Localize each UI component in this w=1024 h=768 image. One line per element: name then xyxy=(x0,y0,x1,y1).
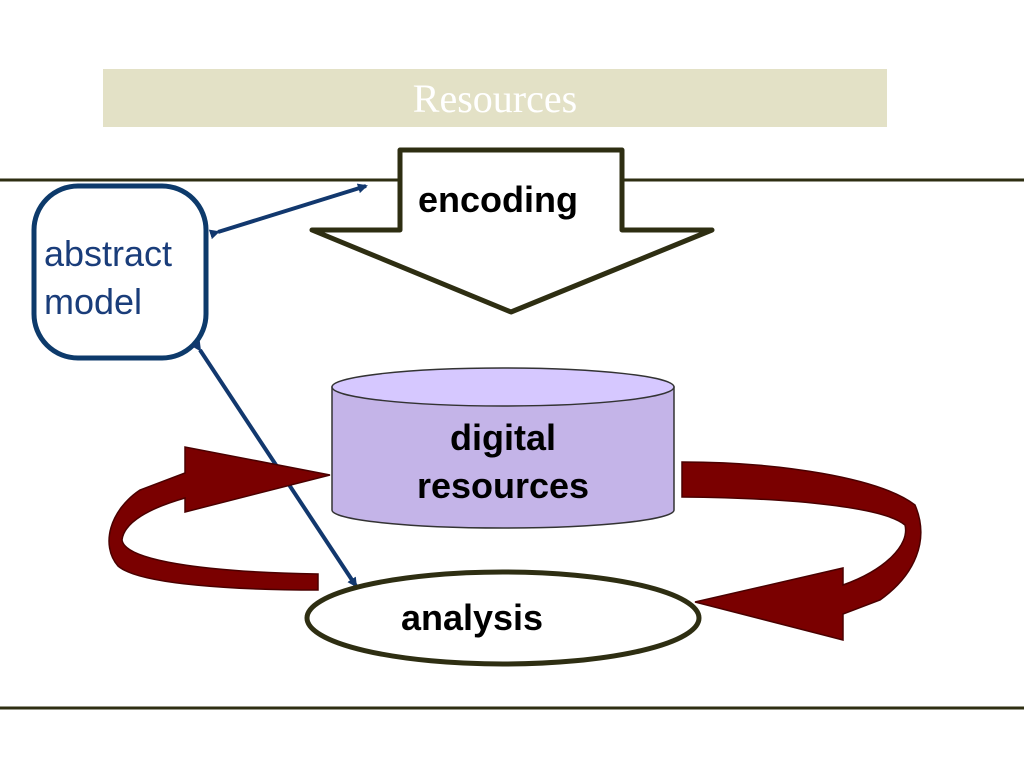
encoding-label: encoding xyxy=(418,179,578,220)
cycle-arrow-left xyxy=(108,446,331,591)
analysis-ellipse: analysis xyxy=(304,569,702,667)
abstract-model-label-line2: model xyxy=(44,281,142,322)
digital-resources-label-line2: resources xyxy=(417,465,589,506)
title-banner: Resources xyxy=(103,69,887,127)
encoding-arrow: encoding xyxy=(309,147,715,315)
page-title: Resources xyxy=(412,75,578,121)
model-encoding-double-arrow xyxy=(208,183,368,240)
cycle-arrow-right xyxy=(681,461,922,641)
analysis-label: analysis xyxy=(401,597,543,638)
abstract-model-label-line1: abstract xyxy=(44,233,172,274)
abstract-model-box: abstract model xyxy=(31,183,209,361)
digital-resources-label-line1: digital xyxy=(450,417,556,458)
digital-resources-cylinder: digital resources xyxy=(331,367,675,529)
